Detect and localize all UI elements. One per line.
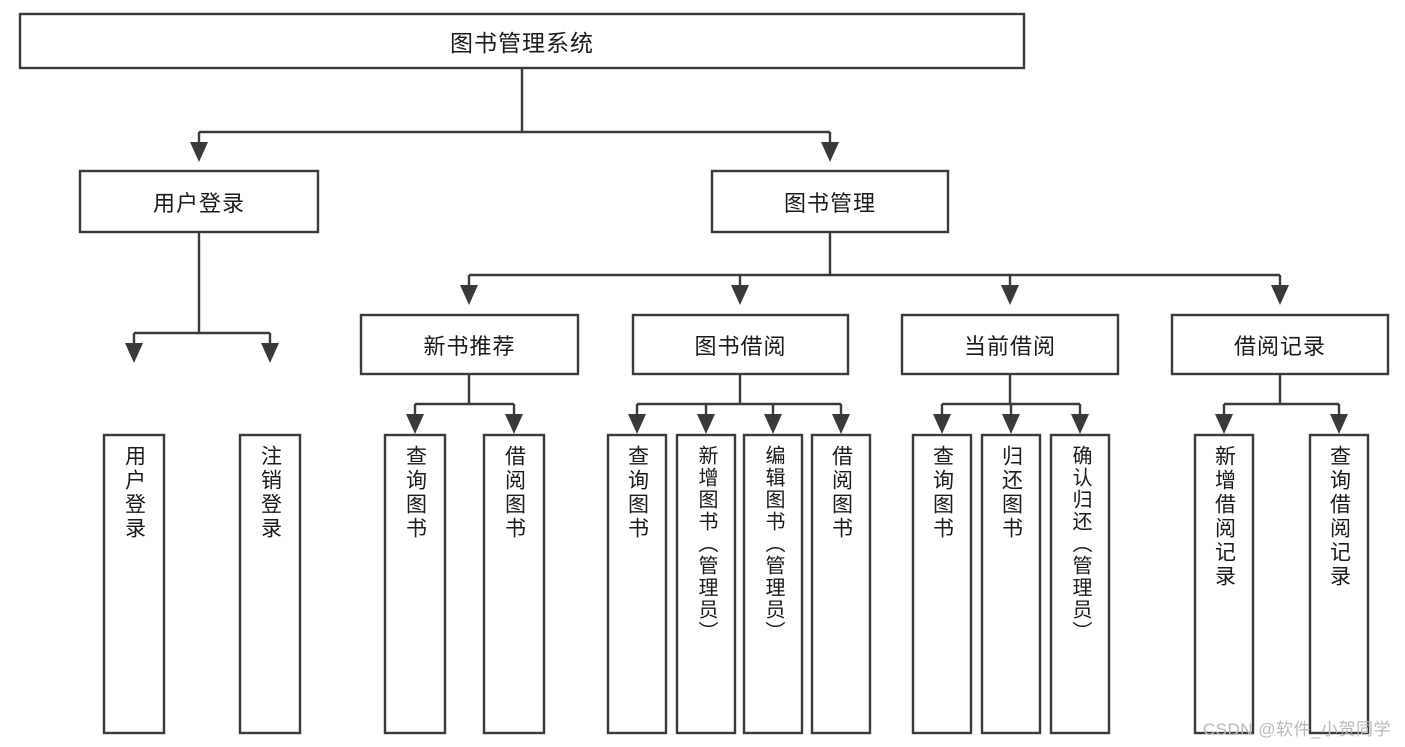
arrow-head-icon (1001, 285, 1019, 305)
arrow-head-icon (1215, 414, 1233, 434)
node-box-leaf-return-book[interactable] (980, 433, 1042, 735)
arrow-head-icon (933, 414, 951, 434)
node-box-leaf-add-book-admin[interactable] (675, 433, 737, 735)
node-box-book-manage[interactable] (710, 169, 950, 234)
arrow-head-icon (832, 414, 850, 434)
watermark-text: CSDN @软件_小贺同学 (1202, 720, 1391, 739)
node-box-leaf-add-borrow-record[interactable] (1193, 433, 1255, 735)
node-box-leaf-confirm-return-admin[interactable] (1049, 433, 1111, 735)
node-box-leaf-edit-book-admin[interactable] (742, 433, 804, 735)
connector-layer (125, 68, 1348, 434)
arrow-head-icon (697, 414, 715, 434)
arrow-head-icon (505, 414, 523, 434)
node-box-leaf-query-borrow-record[interactable] (1308, 433, 1370, 735)
connector-group-bookmanage_to_level2 (467, 232, 1282, 287)
node-box-borrow-record[interactable] (1170, 313, 1390, 376)
arrow-head-icon (1271, 285, 1289, 305)
arrow-head-icon (1330, 414, 1348, 434)
arrow-head-icon (190, 142, 208, 162)
arrow-head-icon (821, 142, 839, 162)
arrow-head-icon (125, 343, 143, 363)
node-box-leaf-borrow-book-recommend[interactable] (482, 433, 546, 735)
node-box-layer (18, 12, 1390, 735)
arrow-head-icon (1002, 414, 1020, 434)
node-box-user-login[interactable] (78, 169, 320, 234)
arrow-head-icon (460, 285, 478, 305)
node-box-leaf-borrow-book[interactable] (810, 433, 872, 735)
arrow-head-icon (261, 343, 279, 363)
connector-group-borrow_to_leaves (635, 374, 843, 416)
node-box-leaf-logout-login[interactable] (238, 433, 302, 735)
arrow-head-icon (731, 285, 749, 305)
node-box-book-borrow[interactable] (631, 313, 850, 376)
connector-group-recommend_to_leaves (413, 374, 516, 416)
node-box-current-borrow[interactable] (900, 313, 1120, 376)
node-box-root[interactable] (18, 12, 1026, 70)
arrow-head-icon (406, 414, 424, 434)
connector-group-root_to_level1 (197, 68, 832, 144)
arrow-head-icon (628, 414, 646, 434)
node-box-leaf-user-login[interactable] (102, 433, 166, 735)
node-box-leaf-query-book-current[interactable] (911, 433, 973, 735)
node-box-new-book-recommend[interactable] (359, 313, 580, 376)
node-box-leaf-query-book-recommend[interactable] (383, 433, 447, 735)
connector-group-userlogin_to_leaves (132, 232, 272, 345)
connector-group-current_to_leaves (940, 374, 1082, 416)
arrow-head-icon (1071, 414, 1089, 434)
arrow-head-icon (764, 414, 782, 434)
connector-group-record_to_leaves (1222, 374, 1341, 416)
node-box-leaf-query-book-borrow[interactable] (606, 433, 668, 735)
